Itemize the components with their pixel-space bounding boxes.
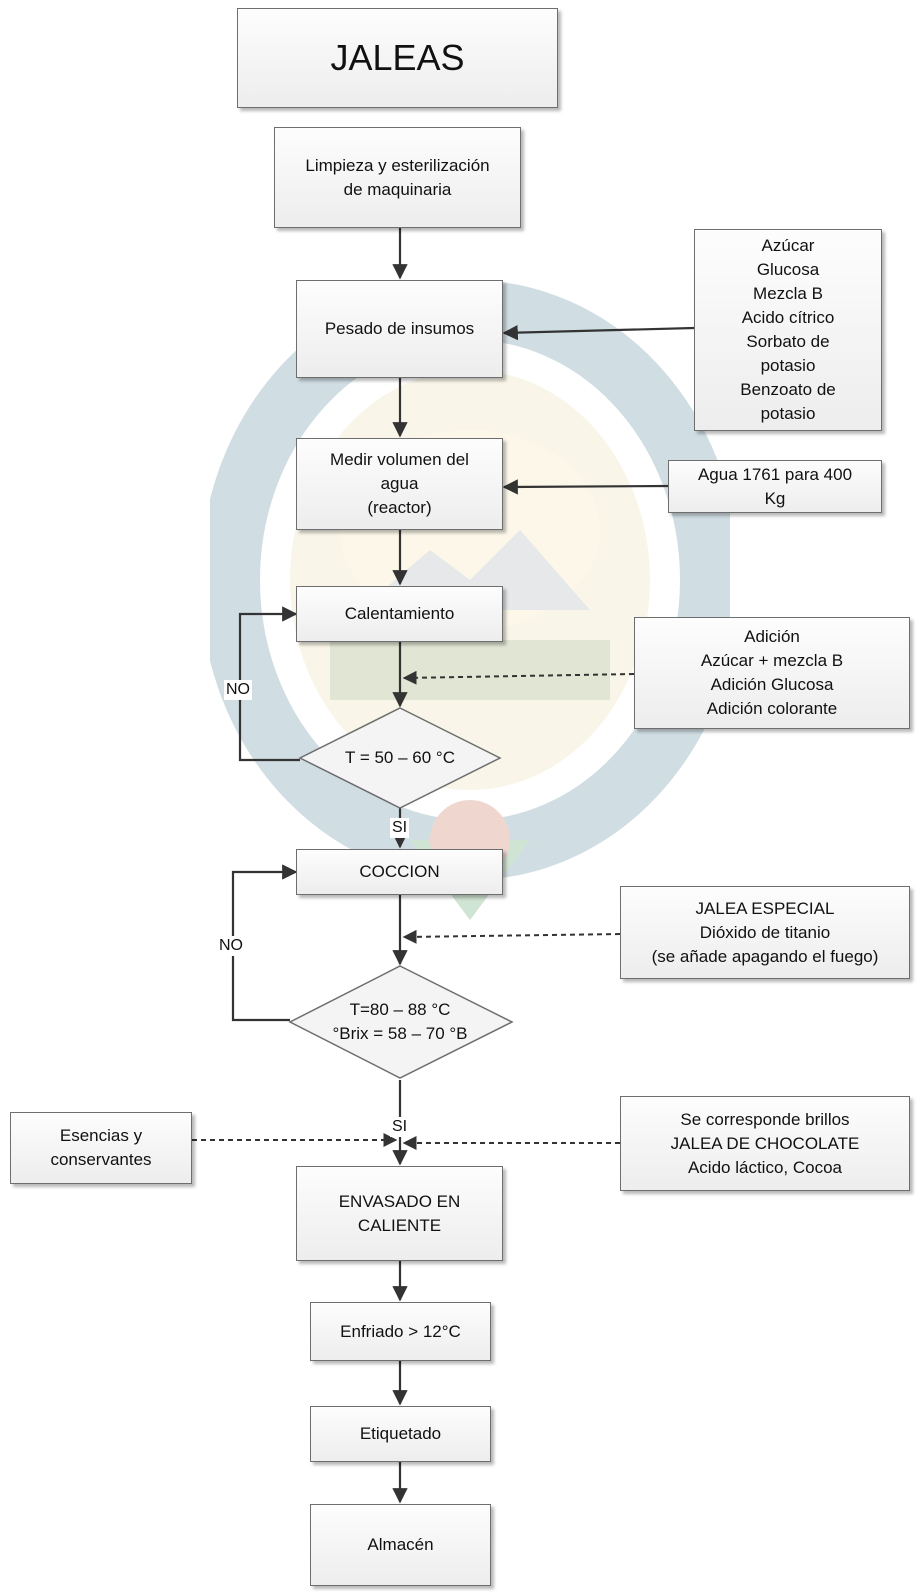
input-adicion-text: Adición Azúcar + mezcla B Adición Glucos… [700,627,844,718]
step-envasado: ENVASADO EN CALIENTE [296,1166,503,1261]
decision-diamond-2 [288,965,514,1079]
label-no-2: NO [217,936,245,956]
arrow-insumos [502,324,695,341]
label-si-2: SI [390,1117,410,1137]
input-insumos: Azúcar Glucosa Mezcla B Acido cítrico So… [694,229,882,431]
step-almacen-text: Almacén [367,1535,434,1554]
decision-diamond-1 [298,707,502,809]
step-enfriado-text: Enfriado > 12°C [340,1321,461,1341]
decision-1-text: T = 50 – 60 °C [345,748,455,767]
step-coccion-text: COCCION [359,862,440,881]
label-si-1: SI [390,818,410,838]
input-esencias: Esencias y conservantes [10,1112,192,1184]
diagram-title: JALEAS [237,8,558,108]
step-etiquetado: Etiquetado [310,1406,491,1462]
input-chocolate-text: Se corresponde brillos JALEA DE CHOCOLAT… [670,1109,860,1177]
step-etiquetado-text: Etiquetado [359,1424,442,1443]
step-calentamiento-text: Calentamiento [344,604,455,623]
step-calentamiento: Calentamiento [296,586,503,642]
input-especial-text: JALEA ESPECIAL Dióxido de titanio (se añ… [651,898,879,966]
arrow-especial [402,929,621,944]
input-agua-text: Agua 1761 para 400 Kg [697,464,853,508]
step-medir: Medir volumen del agua (reactor) [296,438,503,530]
step-medir-text: Medir volumen del agua (reactor) [330,450,469,517]
step-pesado: Pesado de insumos [296,280,503,378]
step-coccion: COCCION [296,849,503,895]
input-chocolate: Se corresponde brillos JALEA DE CHOCOLAT… [620,1096,910,1191]
input-esencias-text: Esencias y conservantes [50,1126,152,1169]
step-envasado-text: ENVASADO EN CALIENTE [338,1191,461,1235]
input-adicion: Adición Azúcar + mezcla B Adición Glucos… [634,617,910,729]
step-limpieza: Limpieza y esterilización de maquinaria [274,127,521,228]
step-limpieza-text: Limpieza y esterilización de maquinaria [305,155,490,199]
step-pesado-text: Pesado de insumos [324,319,475,338]
arrow-agua [502,479,669,495]
step-enfriado: Enfriado > 12°C [310,1302,491,1361]
arrow-adicion [402,670,635,685]
input-insumos-text: Azúcar Glucosa Mezcla B Acido cítrico So… [740,236,836,423]
decision-2-text: T=80 – 88 °C °Brix = 58 – 70 °B [332,1000,468,1043]
input-agua: Agua 1761 para 400 Kg [668,460,882,513]
input-especial: JALEA ESPECIAL Dióxido de titanio (se añ… [620,886,910,979]
step-almacen: Almacén [310,1504,491,1586]
label-no-1: NO [224,680,252,700]
diagram-title-text: JALEAS [330,37,465,78]
